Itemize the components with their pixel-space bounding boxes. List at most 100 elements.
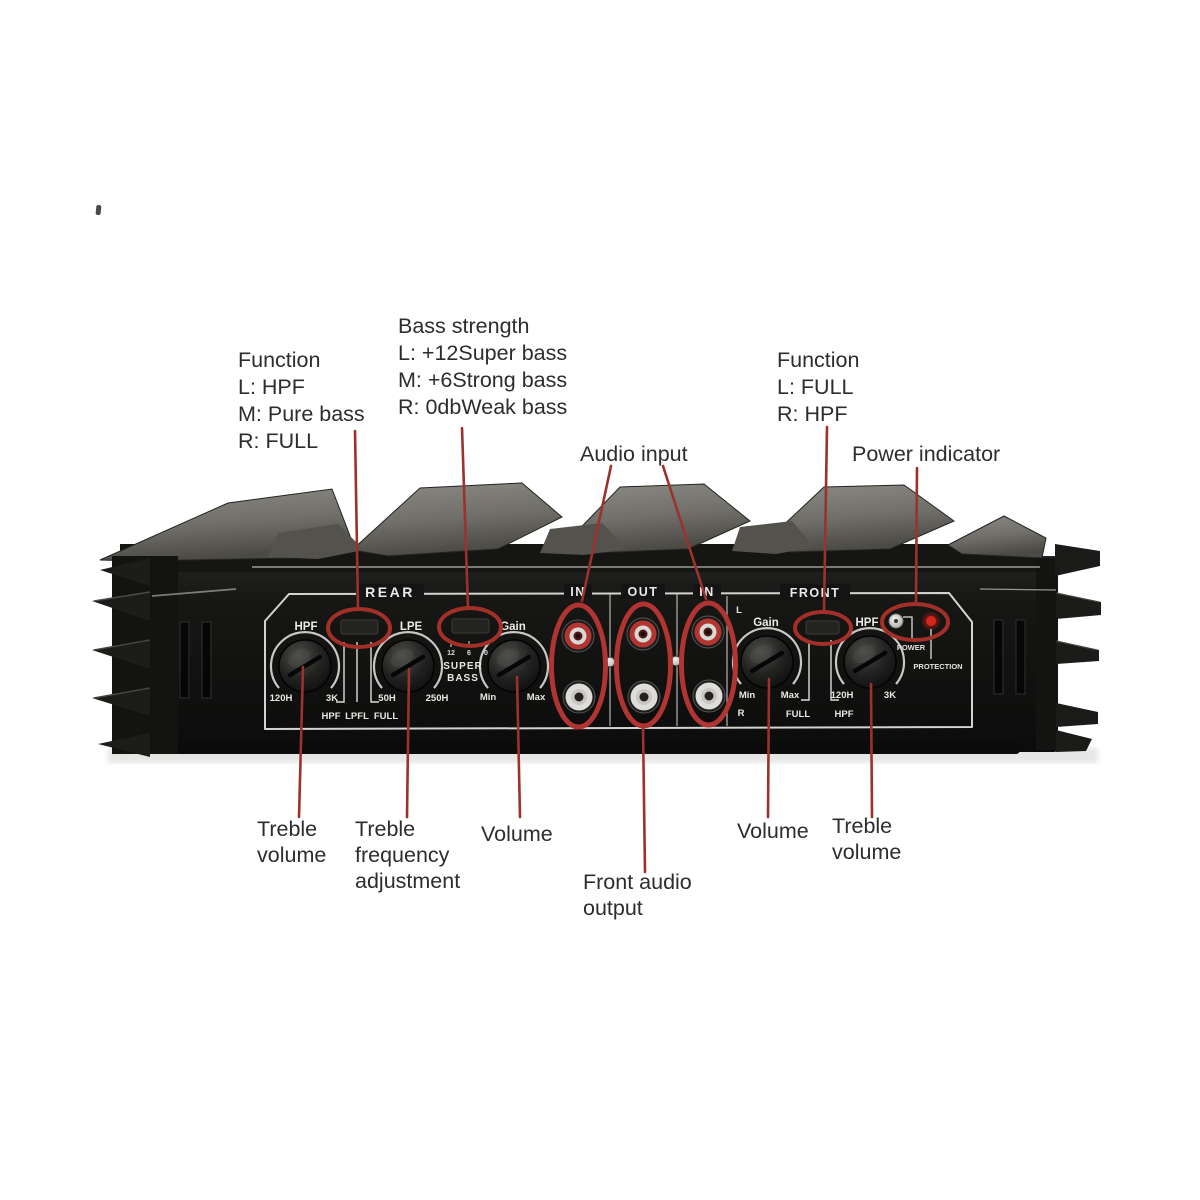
rear-frequency-knob (381, 639, 435, 693)
pointer-line-audio-input-right (661, 464, 708, 601)
rear-switch-pos-full: FULL (374, 711, 398, 722)
label-treble-volume-right: Treble volume (832, 813, 901, 865)
label-treble-frequency: Treble frequency adjustment (355, 816, 460, 894)
pointer-line-audio-input-left (580, 464, 613, 603)
label-line: Bass strength (398, 314, 530, 338)
protection-led-label: PROTECTION (913, 662, 962, 671)
label-line: frequency (355, 843, 450, 867)
label-front-audio-output: Front audio output (583, 869, 692, 921)
pointer-line-front-audio-output (641, 725, 647, 874)
front-switch-pos-hpf: HPF (835, 709, 854, 720)
rear-switch-pos-lpfl: LPFL (345, 711, 369, 722)
control-panel: REAR IN OUT IN FRONT (264, 584, 973, 730)
front-switch-pos-full: FULL (786, 709, 810, 720)
label-treble-volume-left: Treble volume (257, 816, 326, 868)
highlight-ellipse-bass-switch (437, 606, 503, 648)
label-line: Volume (737, 819, 809, 843)
pointer-line-bass-strength (460, 426, 470, 610)
rear-gain-knob (487, 639, 541, 693)
front-function-switch: FULL HPF (786, 620, 854, 720)
rca-jack-white (692, 679, 726, 713)
label-line: Audio input (580, 442, 688, 466)
rca-jack-red (626, 617, 660, 651)
super-bass-label-1: SUPER (443, 661, 482, 672)
rca-jack-red (561, 619, 595, 653)
rear-lpe-max-label: 250H (426, 693, 449, 704)
rca-jack-red (691, 615, 725, 649)
highlight-ellipse-input-left (549, 602, 608, 730)
front-channel-left-label: L (736, 605, 742, 616)
label-function-right: Function L: FULL R: HPF (777, 347, 859, 428)
front-gain-knob (740, 635, 794, 689)
rear-gain-knob-label: Gain (500, 621, 526, 633)
front-hpf-max-label: 3K (884, 690, 896, 701)
pointer-line-volume-rear (515, 675, 522, 819)
rear-hpf-min-label: 120H (270, 693, 293, 704)
rca-output-pair (626, 617, 661, 714)
front-channel-right-label: R (738, 708, 745, 719)
section-label-out: OUT (628, 585, 659, 599)
label-line: volume (257, 843, 327, 867)
label-line: volume (832, 840, 902, 864)
pointer-line-function-right (822, 425, 829, 614)
label-line: R: HPF (777, 402, 848, 426)
power-led-group: POWER PROTECTION (888, 612, 963, 671)
left-heatsink-fins (92, 556, 212, 757)
rear-gain-max-label: Max (527, 692, 546, 703)
protection-led (925, 615, 937, 627)
label-line: Treble (355, 817, 416, 841)
rear-lpe-knob-label: LPE (400, 621, 423, 633)
pointer-line-treble-frequency (405, 667, 411, 819)
rca-input-left-pair (561, 619, 596, 714)
section-label-rear: REAR (365, 584, 415, 600)
front-hpf-min-label: 120H (831, 690, 854, 701)
label-line: adjustment (355, 869, 461, 893)
label-line: Function (777, 348, 860, 372)
label-volume-rear: Volume (481, 821, 553, 847)
label-line: Volume (481, 822, 553, 846)
pointer-line-treble-volume-left (297, 665, 305, 819)
pointer-line-volume-front (766, 677, 771, 819)
right-heatsink-fins (993, 544, 1101, 752)
label-line: Power indicator (852, 442, 1001, 466)
stray-mark (95, 205, 102, 216)
label-bass-strength: Bass strength L: +12Super bass M: +6Stro… (398, 313, 567, 421)
rear-treble-knob (278, 639, 332, 693)
rca-jack-white (627, 680, 661, 714)
rca-input-right-pair (691, 615, 726, 713)
front-gain-max-label: Max (781, 690, 800, 701)
power-led-label: POWER (897, 643, 926, 652)
section-label-front: FRONT (790, 586, 841, 600)
rear-switch-pos-hpf: HPF (322, 711, 341, 722)
label-line: output (583, 896, 643, 920)
label-line: Treble (832, 814, 893, 838)
front-gain-min-label: Min (739, 690, 756, 701)
label-line: M: +6Strong bass (398, 368, 568, 392)
rear-function-switch: HPF LPFL FULL (322, 619, 398, 722)
bass-tick-12: 12 (447, 650, 455, 657)
pointer-line-function-left (353, 429, 360, 611)
label-function-left: Function L: HPF M: Pure bass R: FULL (238, 347, 365, 455)
label-line: R: FULL (238, 429, 319, 453)
label-volume-front: Volume (737, 818, 809, 844)
label-power-indicator: Power indicator (852, 441, 1000, 468)
bass-tick-6: 6 (467, 650, 471, 657)
label-line: L: +12Super bass (398, 341, 568, 365)
right-edge-highlight (979, 588, 1057, 591)
panel-outline (264, 592, 973, 730)
rear-lpe-min-label: 50H (378, 693, 396, 704)
super-bass-switch: 12 6 0 SUPER BASS (443, 618, 490, 684)
front-gain-knob-label: Gain (753, 617, 779, 629)
label-line: L: HPF (238, 375, 305, 399)
knob-rings (269, 626, 906, 689)
front-treble-knob (843, 635, 897, 689)
front-hpf-knob-label: HPF (856, 617, 879, 629)
bass-tick-0: 0 (484, 650, 488, 657)
label-line: Function (238, 348, 321, 372)
rear-gain-min-label: Min (480, 692, 497, 703)
rear-hpf-max-label: 3K (326, 693, 338, 704)
annotation-pointer-lines (297, 425, 919, 874)
pointer-line-treble-volume-right (869, 682, 874, 819)
